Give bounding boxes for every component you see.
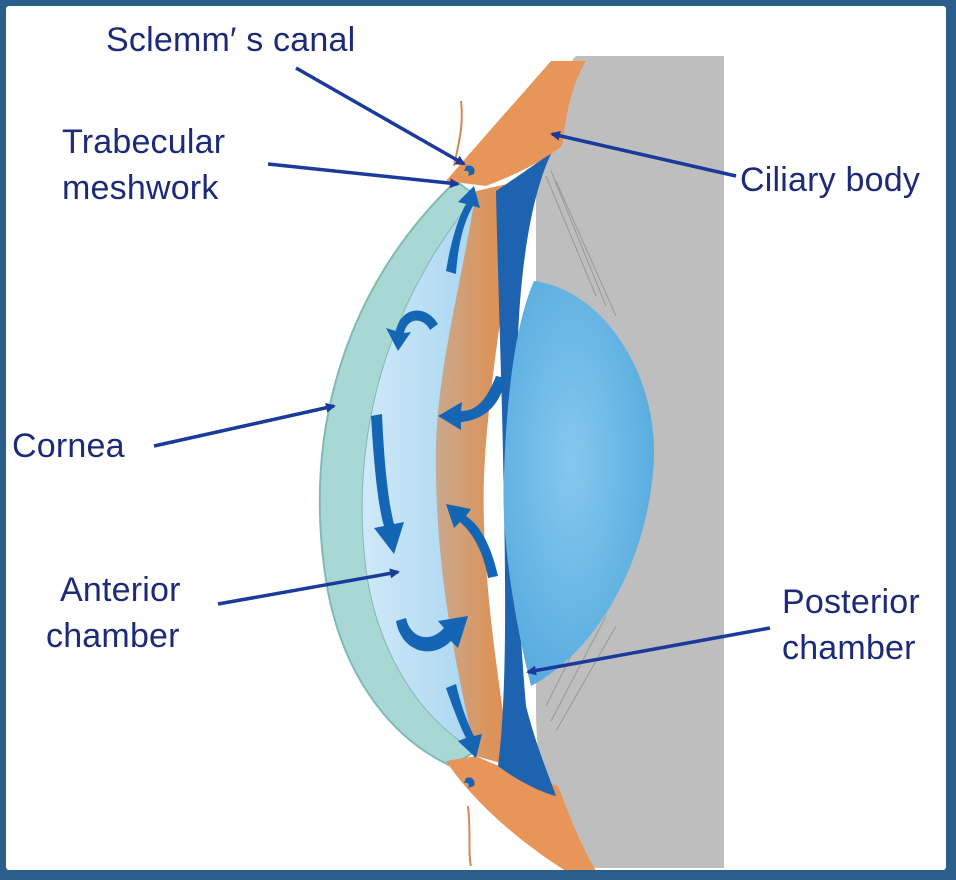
label-cornea: Cornea: [12, 427, 125, 465]
pointer-anterior-chamber: [217, 568, 400, 606]
anterior-chamber-shape: [362, 196, 476, 751]
pointer-cornea: [153, 402, 336, 448]
label-ciliary-body: Ciliary body: [740, 161, 921, 199]
posterior-chamber-lining: [496, 154, 556, 796]
label-posterior-line2: chamber: [782, 629, 916, 667]
pointer-ciliary-body: [550, 130, 737, 178]
eye-anterior-segment-diagram: [153, 56, 771, 870]
aqueous-flow-arrows: [371, 165, 506, 788]
label-anterior-line2: chamber: [46, 617, 180, 655]
pointer-posterior-chamber: [526, 626, 771, 676]
label-anterior-line1: Anterior: [60, 571, 181, 609]
sclera-bottom: [446, 756, 596, 870]
label-trabecular-line1: Trabecular: [62, 123, 226, 161]
label-pointers: [153, 66, 771, 676]
label-trabecular-line2: meshwork: [62, 169, 219, 207]
label-schlemm-canal: Sclemm′ s canal: [106, 21, 356, 59]
pointer-schlemm-canal: [295, 66, 466, 166]
sclera-top: [446, 61, 586, 186]
diagram-frame: Sclemm′ s canal Trabecular meshwork Cili…: [6, 6, 946, 870]
pointer-trabecular-meshwork: [267, 162, 460, 189]
lens-shape: [503, 281, 655, 686]
label-posterior-line1: Posterior: [782, 583, 920, 621]
